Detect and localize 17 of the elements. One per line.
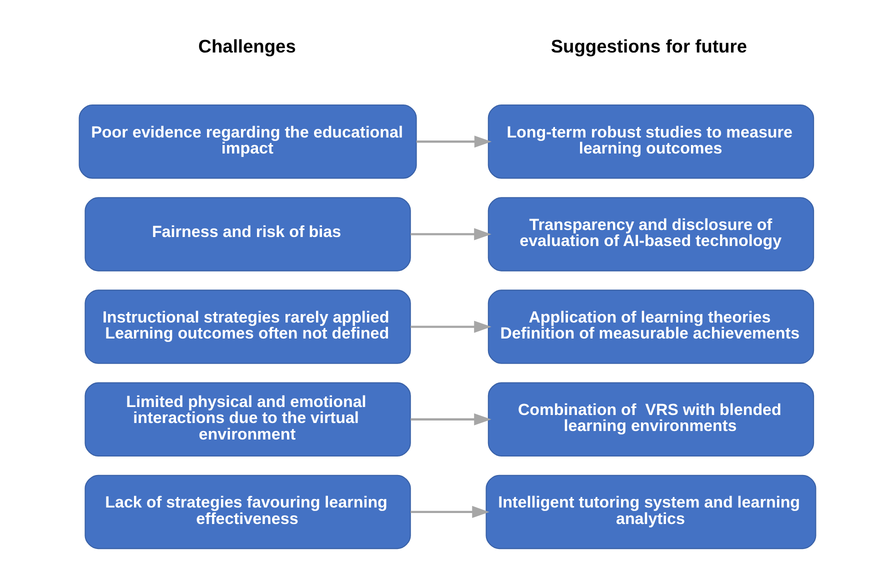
node-box: Application of learning theories Definition of measurable achievements: [487, 290, 814, 364]
arrow: [410, 413, 491, 426]
node-box: Transparency and disclosure of evaluation of AI-based technology: [487, 197, 814, 272]
node-box: Instructional strategies rarely applied Learning outcomes often not defined: [84, 290, 410, 364]
node-box: Long-term robust studies to measure learning outcomes: [487, 104, 814, 179]
node-box: Combination of VRS with blended learning environments: [487, 382, 814, 457]
node-box: Fairness and risk of bias: [84, 197, 410, 272]
label: Challenges: [198, 35, 296, 56]
arrow: [410, 320, 491, 333]
node-box: Intelligent tutoring system and learning analytics: [485, 474, 816, 550]
arrow: [416, 136, 492, 148]
label: Suggestions for future: [550, 35, 747, 56]
node-box: Limited physical and emotional interactions due to the virtual environment: [84, 382, 410, 457]
arrow: [410, 506, 489, 518]
node-box: Lack of strategies favouring learning effectiveness: [84, 474, 410, 550]
arrow: [410, 228, 491, 240]
node-box: Poor evidence regarding the educational impact: [78, 104, 416, 179]
